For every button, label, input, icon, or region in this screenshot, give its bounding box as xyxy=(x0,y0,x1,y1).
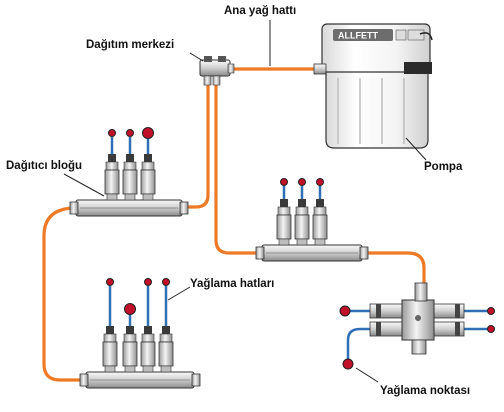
lubrication-point-icon xyxy=(298,178,306,186)
distribution-block-icon xyxy=(79,278,201,389)
main-line-to-block-2 xyxy=(214,82,264,255)
label-yaglama-noktasi: Yağlama noktası xyxy=(380,385,471,397)
lubrication-point-icon xyxy=(144,278,152,286)
lubrication-point-icon xyxy=(487,307,495,315)
label-pompa: Pompa xyxy=(424,161,463,173)
lubrication-point-icon xyxy=(342,358,354,370)
lubrication-point-icon xyxy=(142,127,154,139)
distribution-block-icon xyxy=(255,178,369,262)
lubrication-point-icon xyxy=(106,278,114,286)
label-dagitici-blogu: Dağıtıcı bloğu xyxy=(6,160,83,172)
distribution-block-icon xyxy=(69,127,189,217)
label-yaglama-hatlari: Yağlama hatları xyxy=(190,278,275,290)
label-dagitim-merkezi: Dağıtım merkezi xyxy=(86,39,175,51)
main-line-to-block-1 xyxy=(180,82,210,209)
lubrication-point-icon xyxy=(108,129,116,137)
distribution-center-icon xyxy=(189,52,235,86)
yaglama-hatlari-leader xyxy=(167,286,191,301)
lubrication-point-icon xyxy=(316,178,324,186)
lubrication-point-icon xyxy=(126,129,134,137)
main-line-block1-to-block3 xyxy=(42,206,88,382)
main-oil-lines xyxy=(42,67,426,382)
label-ana-yag-hatti: Ana yağ hattı xyxy=(224,5,297,17)
lubrication-point-icon xyxy=(280,178,288,186)
lubrication-point-icon xyxy=(339,305,351,317)
distribution-blocks xyxy=(69,127,369,389)
connector-block-icon xyxy=(339,282,495,383)
dagitici-blogu-leader xyxy=(63,173,105,197)
lubrication-point-icon xyxy=(162,278,170,286)
main-line-block2-to-connector xyxy=(360,251,426,285)
pump-brand: ALLFETT xyxy=(338,31,378,41)
lubrication-point-icon xyxy=(487,325,495,333)
pump-icon: ALLFETT xyxy=(313,23,433,161)
lubrication-point-icon xyxy=(124,303,136,315)
